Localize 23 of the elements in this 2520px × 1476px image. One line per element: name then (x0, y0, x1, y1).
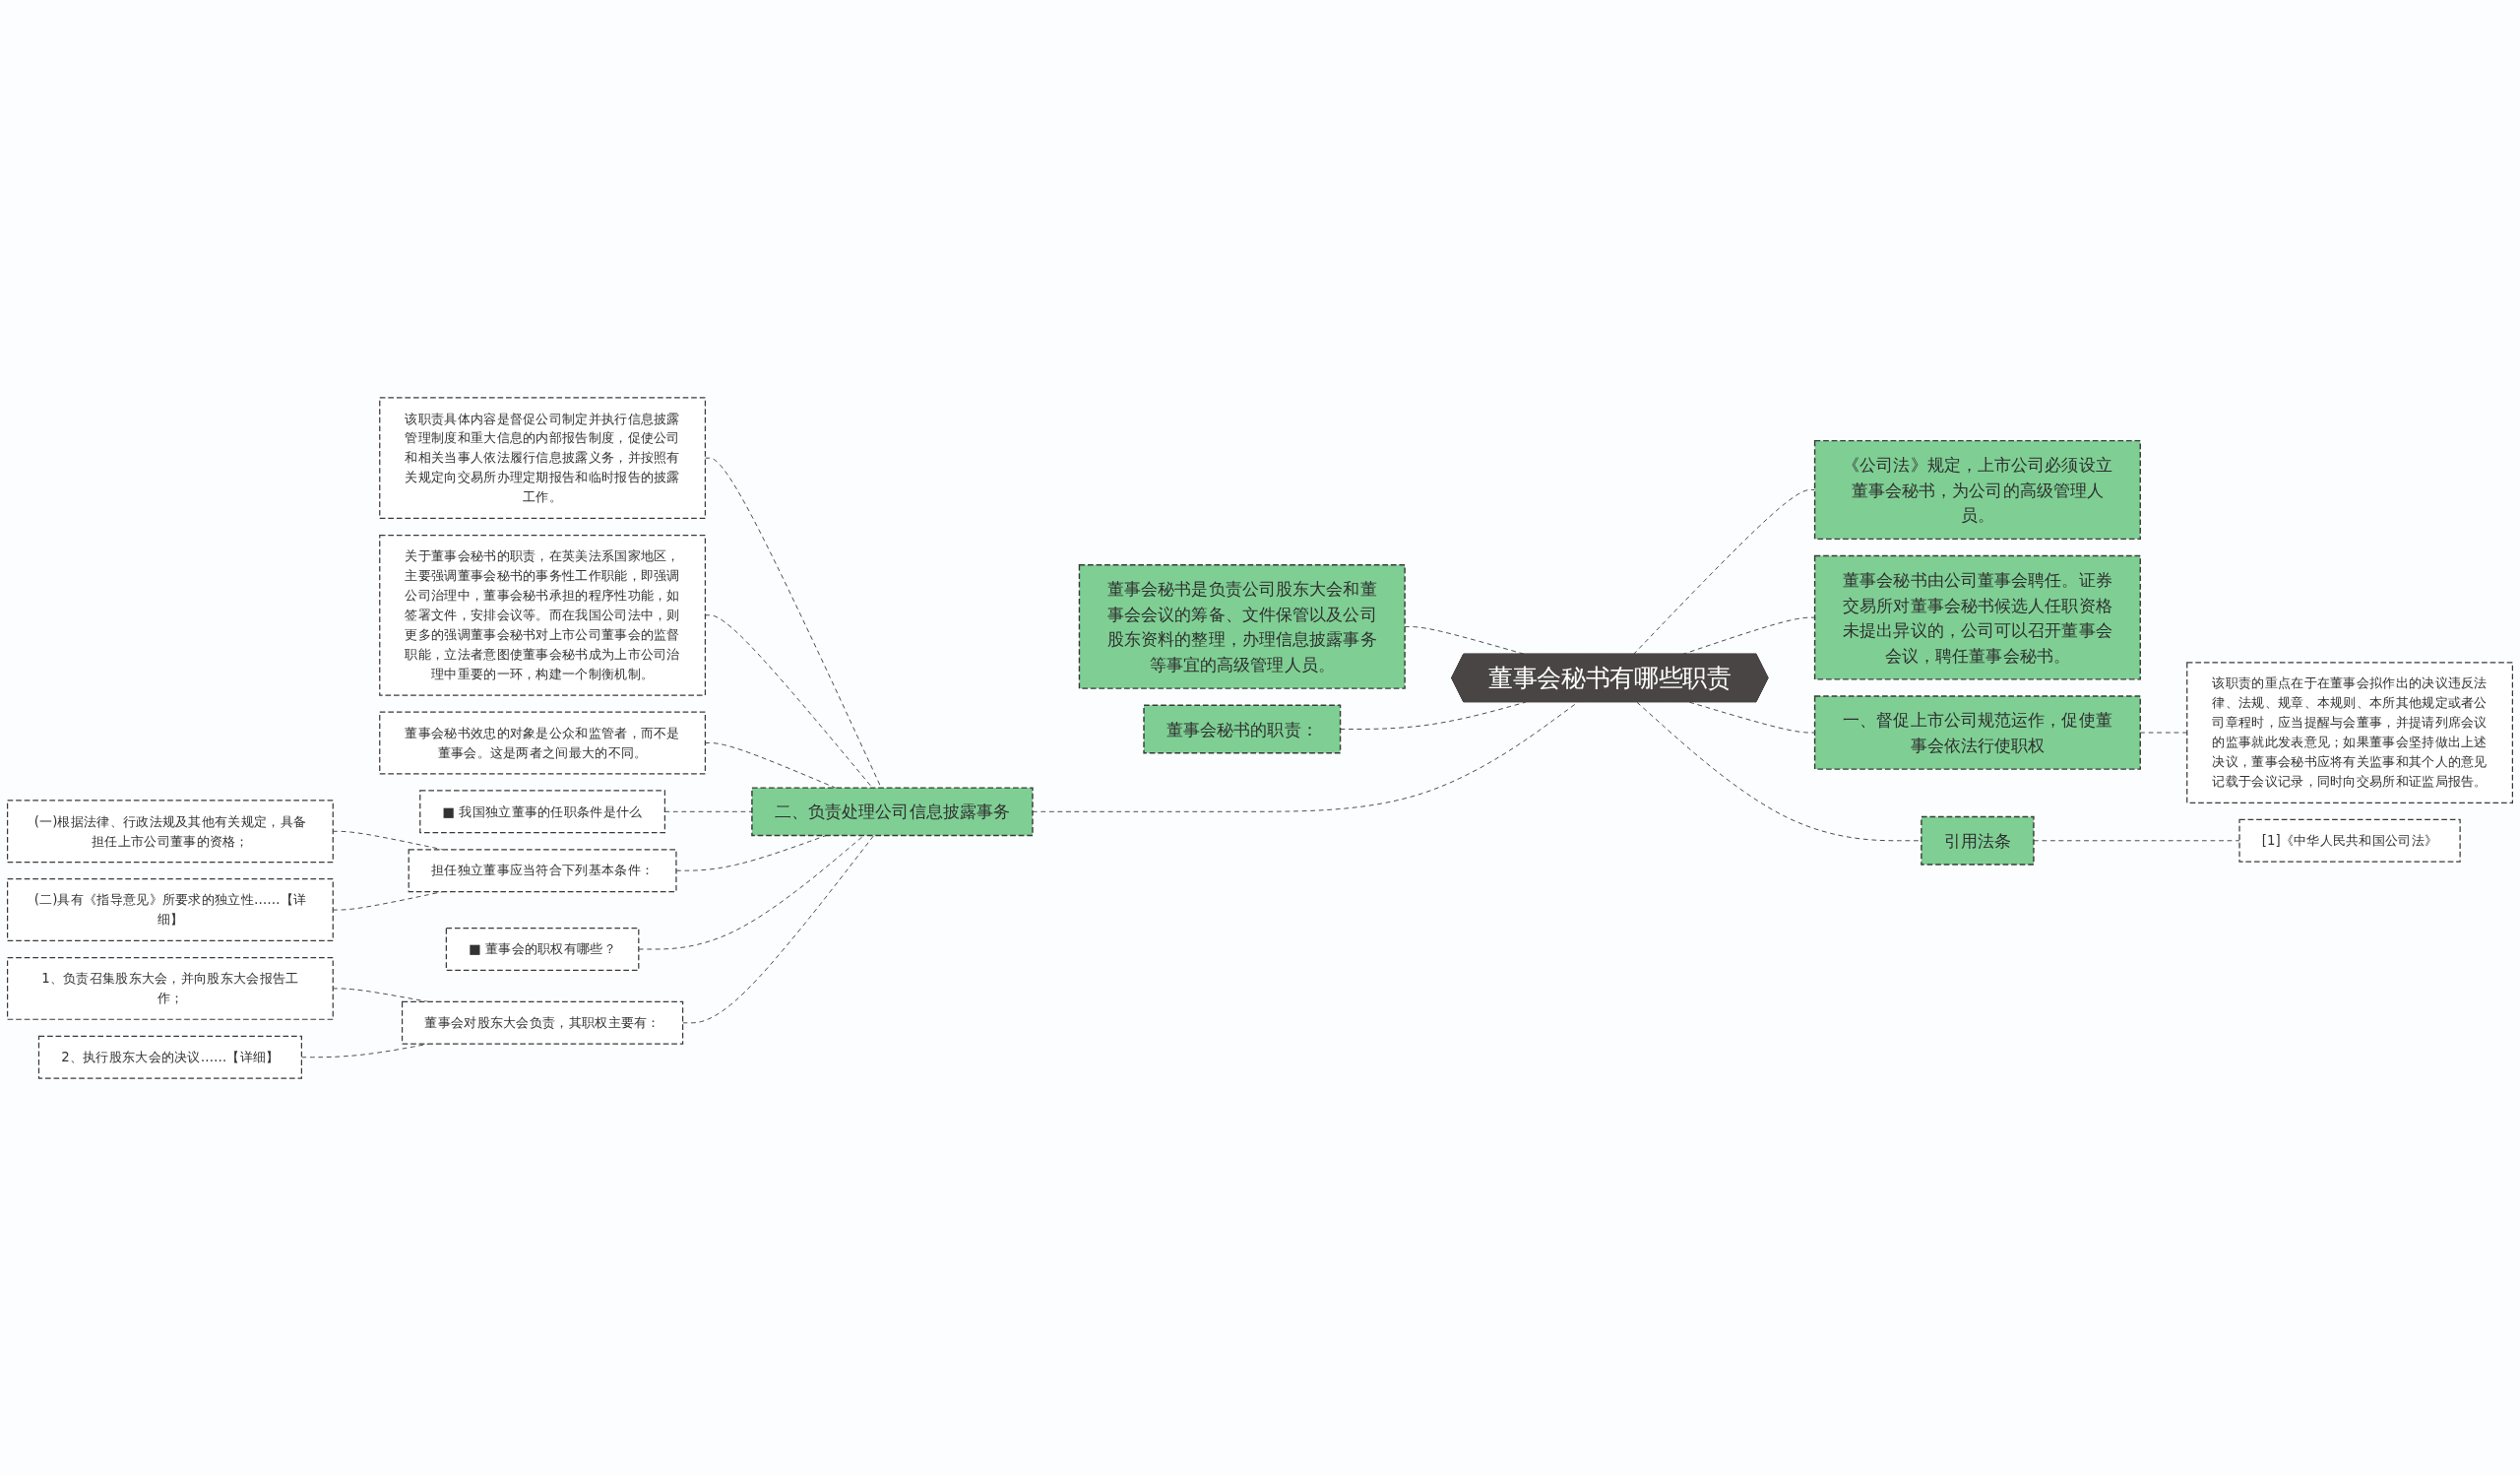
connector (2033, 840, 2240, 842)
node-box: 董事会秘书效忠的对象是公众和监管者，而不是董事会。这是两者之间最大的不同。 (379, 711, 707, 775)
node-box: 《公司法》规定，上市公司必须设立董事会秘书，为公司的高级管理人员。 (1813, 439, 2141, 541)
node-box: 关于董事会秘书的职责，在英美法系国家地区，主要强调董事会秘书的事务性工作职能，即强调公司治理中，董事会秘书承担的程序性功能，如签署文件，安排会议等。而在我国公司法中，则更多的强调董事会秘书对上市公司董事会的监督职能，立法者意图使董事会秘书成为上市公司治理中重要的一环，构建一个制衡机制。 (379, 534, 707, 696)
node-box: 2、执行股东大会的决议……【详细】 (37, 1035, 302, 1079)
node-box: 该职责具体内容是督促公司制定并执行信息披露管理制度和重大信息的内部报告制度，促使公司和相关当事人依法履行信息披露义务，并按照有关规定向交易所办理定期报告和临时报告的披露工作。 (379, 397, 707, 520)
node-box: 董事会秘书的职责： (1143, 704, 1342, 754)
node-box: 该职责的重点在于在董事会拟作出的决议违反法律、法规、规章、本规则、本所其他规定或者公司章程时，应当提醒与会董事，并提请列席会议的监事就此发表意见；如果董事会坚持做出上述决议，董事会秘书应将有关监事和其个人的意见记载于会议记录，同时向交易所和证监局报告。 (2186, 662, 2513, 803)
node-box: (二)具有《指导意见》所要求的独立性……【详细】 (6, 878, 334, 942)
node-box: 引用法条 (1921, 815, 2035, 866)
connector (638, 835, 865, 950)
node-box: 1、负责召集股东大会，并向股东大会报告工作； (6, 956, 334, 1020)
node-box: [1]《中华人民共和国公司法》 (2238, 818, 2461, 863)
node-box: ■ 董事会的职权有哪些？ (445, 928, 640, 971)
node-box: (一)根据法律、行政法规及其他有关规定，具备担任上市公司董事的资格； (6, 800, 334, 864)
node-box: 二、负责处理公司信息披露事务 (751, 787, 1034, 837)
connector (1340, 701, 1527, 730)
node-box: 董事会对股东大会负责，其职权主要有： (401, 1000, 684, 1045)
node-box: 董事会秘书是负责公司股东大会和董事会会议的筹备、文件保管以及公司股东资料的整理，办理信息披露事务等事宜的高级管理人员。 (1078, 564, 1406, 689)
node-box: ■ 我国独立董事的任职条件是什么 (419, 790, 665, 834)
node-box: 一、督促上市公司规范运作，促使董事会依法行使职权 (1813, 695, 2141, 770)
node-box: 董事会秘书由公司董事会聘任。证券交易所对董事会秘书候选人任职资格未提出异议的，公司可以召开董事会会议，聘任董事会秘书。 (1813, 554, 2141, 680)
node-box: 担任独立董事应当符合下列基本条件： (408, 849, 677, 893)
